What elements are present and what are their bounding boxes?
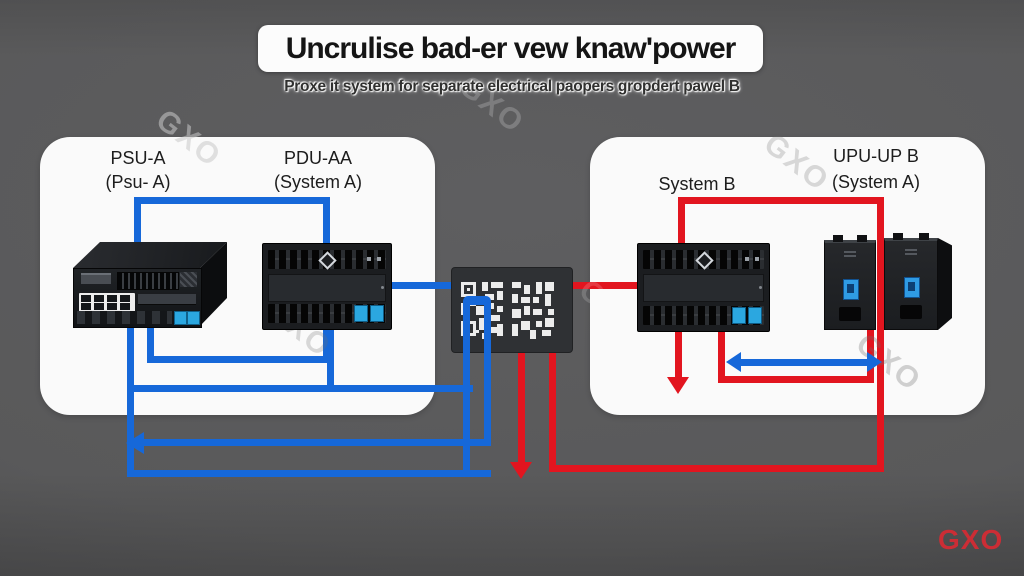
red-line-bottom-run [549,465,884,472]
port-row [81,295,133,302]
blue-line-loop-bottom [127,470,491,477]
diagram-title: Uncrulise bad-er vew knaw'power [285,31,737,65]
psu-vent-grill [117,272,179,290]
cyan-breaker-1 [370,305,384,322]
blue-line-loop-top [127,385,473,392]
ups-tower-2 [884,233,938,330]
red-line-u-bottom [718,376,874,383]
psu-cyan-connector-1 [174,311,187,325]
psu-bottom-row [77,311,172,324]
red-line-u-left [718,329,725,383]
blue-line-top-bridge [134,197,330,204]
blank-bay [268,274,386,302]
red-arrow-down-icon-2 [667,377,689,394]
cyan-breaker-2 [354,305,368,322]
outlet-row-bottom [268,304,386,323]
diagram-subtitle: Proxe it system for separate electrical … [284,78,740,95]
psu-server-device [73,241,227,328]
ups-bottom-slot [900,305,922,319]
blue-line-under-u-left [147,325,154,363]
ups-vent-dots [905,248,917,255]
blue-line-switch-leg-right [484,303,491,446]
ups-display-screen [843,279,859,300]
ups-display-screen [904,277,920,298]
psu-top-face [73,242,227,268]
blue-line-return-feed [143,439,490,446]
ups-top-nub [919,233,929,240]
blue-line-under-u-bottom [147,356,330,363]
cyan-breaker-2 [732,307,746,324]
blue-line-psu-bottom-drop [127,325,134,477]
blue-arrow-left-icon [126,432,144,454]
ups-top-nub [893,233,903,240]
blue-line-pdu-bottom-drop [327,329,334,392]
pdu-b-device [637,243,770,332]
psu-network-ports [79,293,135,313]
cyan-breaker-1 [748,307,762,324]
ups-tower-2-side-face [938,238,952,330]
blue-line-switch-u-cap [463,296,491,305]
transfer-switch-device [452,268,572,352]
red-line-sysb-bottom-drop [675,329,682,379]
blue-double-arrow-shaft [740,359,868,366]
red-line-top-bridge [678,197,884,204]
ups-vent-dots [844,250,856,257]
red-line-switch-leg-left [518,351,525,464]
red-line-switch-to-sysb [570,282,638,289]
ups-top-nub [833,235,843,242]
psu-a-sublabel: (Psu- A) [105,172,171,192]
psu-mid-strip [138,294,196,305]
psu-front-face [73,268,202,328]
ups-top-nub [857,235,867,242]
psu-a-label: PSU-A [110,148,166,168]
psu-fan-icon [180,272,197,287]
red-arrow-down-icon-1 [510,462,532,479]
pdu-aa-label: PDU-AA [283,148,352,168]
blue-line-switch-leg-left [463,303,470,477]
reset-pin [759,286,762,289]
system-b-label: System B [658,174,736,194]
title-banner: Uncrulise bad-er vew knaw'power [258,25,763,72]
led-dots [367,257,383,261]
gxo-logo: GXO [938,524,1004,555]
red-line-ups-through-feed [877,197,884,472]
blue-double-arrow-left-icon [726,352,741,372]
blue-line-pdu-top-riser [323,197,330,244]
pdu-aa-sublabel: (System A) [273,172,362,192]
blue-line-under-u-right [323,325,330,363]
ups-tower-1 [824,235,876,330]
red-line-switch-leg-right [549,351,556,472]
ups-b-sublabel: (System A) [831,172,920,192]
psu-cyan-connector-2 [187,311,200,325]
pdu-a-device [262,243,392,330]
blue-line-psu-top-riser [134,197,141,244]
red-line-sysb-top-riser [678,197,685,244]
qr-pattern-right [512,282,554,339]
psu-badge [81,273,111,284]
port-row [81,303,133,310]
blank-bay [643,274,764,302]
blue-double-arrow-right-icon [867,352,882,372]
ups-bottom-slot [839,307,861,321]
led-dots [745,257,761,261]
ups-b-label: UPU-UP B [833,146,919,166]
reset-pin [381,286,384,289]
blue-line-pdu-to-switch [390,282,454,289]
